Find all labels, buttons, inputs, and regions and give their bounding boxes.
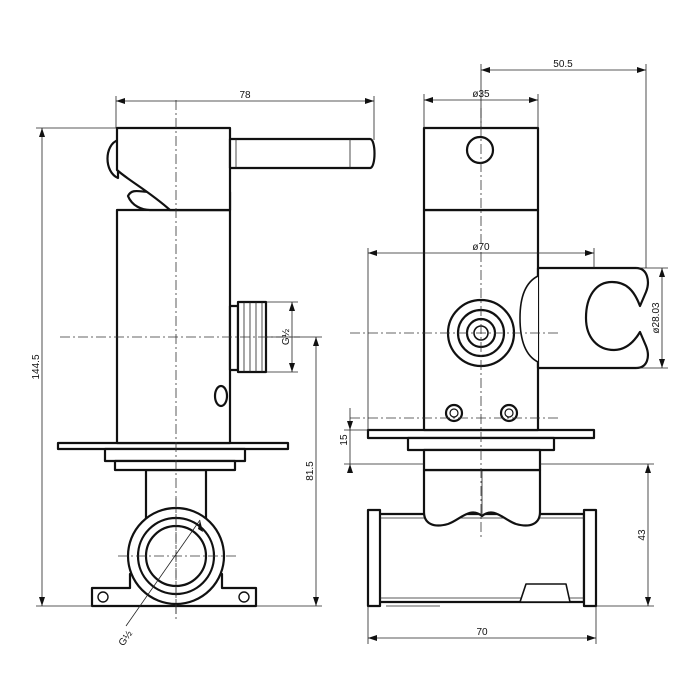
dim-dia-28-03: ø28.03 xyxy=(651,302,662,334)
screw-right-inner xyxy=(504,408,514,418)
handle-knob xyxy=(106,138,120,180)
side-outlet-collar xyxy=(228,304,240,372)
dim-15: 15 xyxy=(339,434,350,446)
dim-70: 70 xyxy=(476,627,488,638)
mounting-hole-left xyxy=(97,591,109,603)
front-view: 50.5 ø35 ø70 ø28.03 15 43 xyxy=(339,59,668,644)
dim-43: 43 xyxy=(637,529,648,541)
dim-thread-side: G½ xyxy=(281,328,292,345)
plate-nut-front xyxy=(422,448,542,472)
side-view: 78 144.5 81.5 G½ G½ xyxy=(31,90,376,648)
dim-dia-70: ø70 xyxy=(472,242,490,253)
holder-bracket xyxy=(536,266,649,370)
mounting-hole-right xyxy=(238,591,250,603)
dim-78: 78 xyxy=(239,90,251,101)
pipe-end-left xyxy=(366,508,382,608)
dim-50-5: 50.5 xyxy=(553,59,573,70)
body-cylinder xyxy=(115,208,232,445)
pipe-end-right xyxy=(582,508,598,608)
cap-hole xyxy=(465,135,495,165)
dim-144-5: 144.5 xyxy=(31,354,42,379)
holder-arm xyxy=(519,275,539,363)
plate-nut xyxy=(113,459,237,472)
pipe-notch xyxy=(519,583,571,603)
screw-left-inner xyxy=(449,408,459,418)
handle-lever xyxy=(228,137,376,170)
dim-81-5: 81.5 xyxy=(305,461,316,481)
dim-dia-35: ø35 xyxy=(472,89,490,100)
dim-thread-bottom: G½ xyxy=(117,628,136,648)
plate-collar xyxy=(103,447,247,463)
handle-cap xyxy=(115,126,232,212)
body-hole xyxy=(213,384,229,408)
